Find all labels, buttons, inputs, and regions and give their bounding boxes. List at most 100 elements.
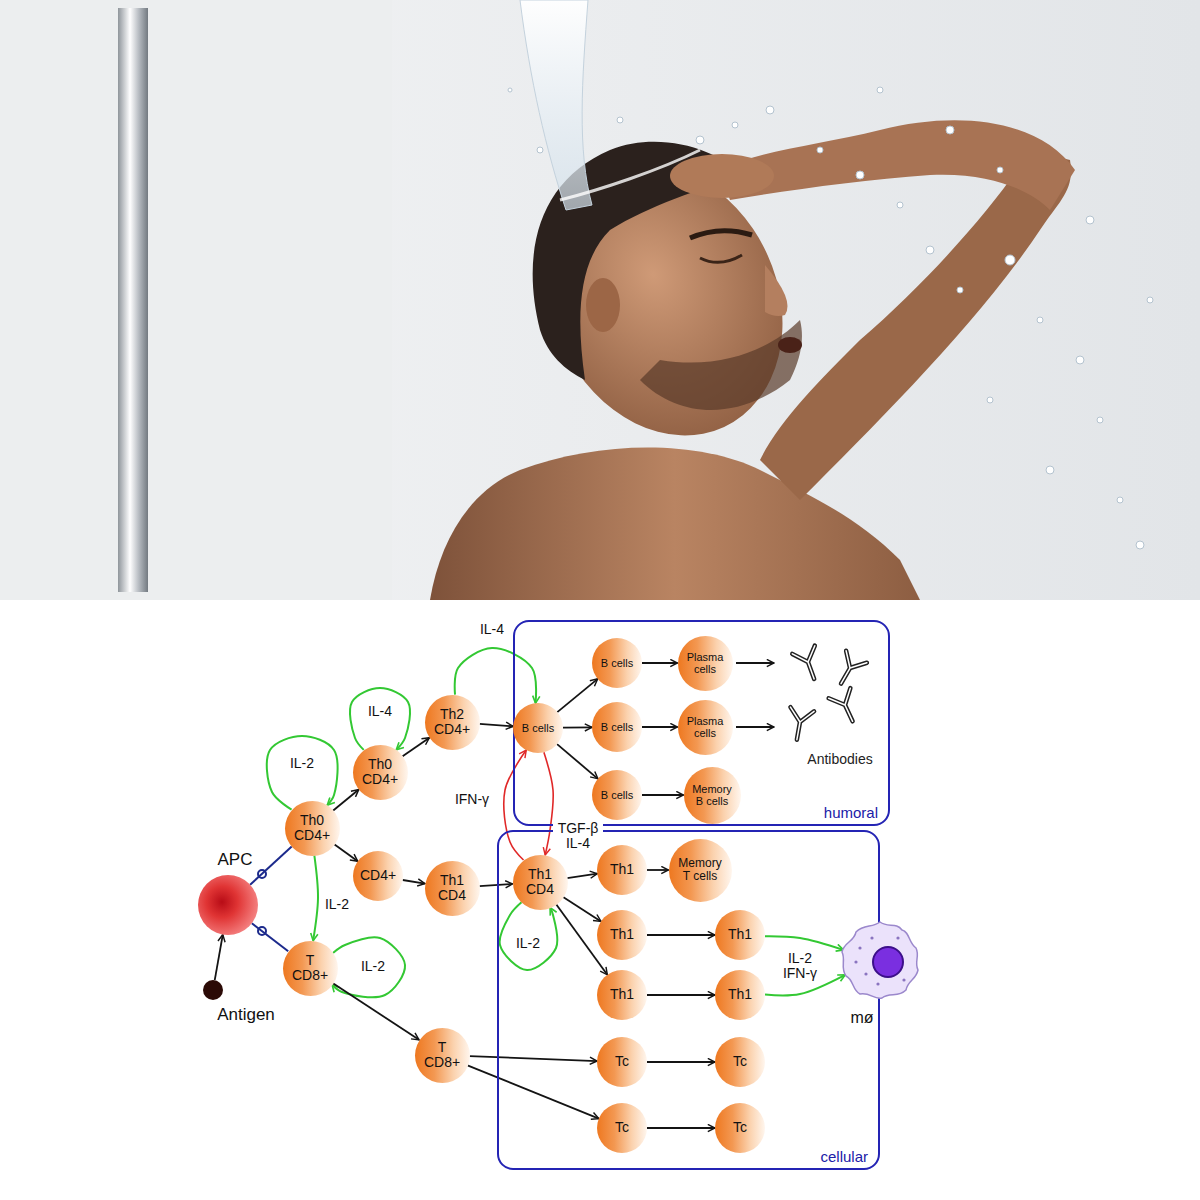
drawing-path	[785, 707, 814, 742]
drawing-path	[640, 320, 802, 410]
cytokine-label: IL-2 IFN-γ	[775, 951, 825, 982]
cell-circle: CD4+	[353, 851, 403, 901]
granule-dot	[854, 960, 857, 963]
drawing-circle	[1086, 216, 1094, 224]
cell-label: APC	[218, 851, 253, 870]
cell-label: Th1	[728, 987, 752, 1002]
arrow-connector	[333, 983, 419, 1040]
macrophage-nucleus	[873, 947, 903, 977]
receptor-symbols	[258, 870, 266, 935]
cell-circle: Th1	[715, 910, 765, 960]
arrow-connector	[642, 794, 684, 796]
drawing-g	[831, 651, 867, 690]
drawing-path	[760, 150, 1071, 500]
wall-ground	[0, 0, 1200, 600]
cell-label: Th1	[728, 927, 752, 942]
arrow-connector	[215, 935, 223, 981]
cell-circle: Th1	[597, 970, 647, 1020]
drawing-circle	[1046, 466, 1054, 474]
cell-label: Th1	[610, 927, 634, 942]
arrow-connector	[267, 736, 338, 810]
cell-circle: Tc	[715, 1103, 765, 1153]
cell-label: Th1 CD4	[521, 867, 559, 898]
drawing-path	[829, 688, 864, 726]
cell-circle: Th1	[597, 845, 647, 895]
drawing-path	[690, 231, 752, 238]
drawing-path	[765, 265, 788, 316]
cell-label: Th0 CD4+	[361, 757, 399, 788]
arrow-connector	[455, 648, 536, 703]
cell-circle: B cells	[592, 770, 642, 820]
arrow-connector	[557, 679, 597, 712]
cell-circle: Th1	[715, 970, 765, 1020]
arrow-connector	[765, 936, 844, 950]
shower-photo	[0, 0, 1200, 600]
plasma-arrow	[736, 726, 774, 728]
cell-circle: B cells	[592, 638, 642, 688]
cell-label: T CD8+	[423, 1040, 461, 1071]
arrow-connector	[403, 738, 430, 757]
arrow-connector	[642, 662, 678, 664]
drawing-circle	[617, 117, 623, 123]
cell-circle: B cells	[592, 702, 642, 752]
drawing-circle	[1005, 255, 1015, 265]
macrophage-shape	[838, 918, 922, 1002]
arrow-connector	[350, 688, 410, 750]
apc-cell: APC	[198, 875, 258, 935]
drawing-circle	[817, 147, 823, 153]
region-box: B cellsB cellsPlasma cellsB cellsPlasma …	[513, 620, 890, 826]
man-figure	[430, 120, 1075, 600]
cell-label: Memory B cells	[690, 783, 734, 807]
arrow-connector	[252, 923, 288, 951]
cell-circle: Tc	[597, 1037, 647, 1087]
region-box: Th1 CD4Th1Memory T cellsTh1Th1Th1Th1TcTc…	[497, 830, 880, 1170]
drawing-circle	[987, 397, 993, 403]
arrow-connector	[403, 880, 425, 884]
cell-label: B cells	[601, 789, 633, 801]
drawing-g	[508, 87, 1153, 549]
drawing-ellipse	[778, 337, 802, 353]
cell-label: Plasma cells	[684, 715, 726, 739]
cell-circle: Tc	[715, 1037, 765, 1087]
arrow-connector	[333, 789, 359, 810]
drawing-circle	[1076, 356, 1084, 364]
drawing-g	[785, 707, 814, 742]
region-label: cellular	[820, 1149, 868, 1166]
plasma-arrow	[736, 662, 774, 664]
granule-dot	[864, 972, 867, 975]
drawing-path	[520, 0, 592, 210]
glass-panel	[0, 0, 392, 600]
macrophage-cell: mø	[838, 918, 922, 1002]
drawing-ellipse	[670, 154, 774, 198]
cell-circle: Memory B cells	[684, 767, 741, 824]
region-label: humoral	[824, 805, 878, 822]
granule-dot	[858, 946, 861, 949]
cell-circle: T CD8+	[283, 941, 338, 996]
cytokine-label: IFN-γ	[453, 792, 491, 807]
arrow-connector	[479, 724, 513, 726]
arrow-connector	[250, 847, 292, 885]
cytokine-label: IL-2	[514, 936, 542, 951]
cell-circle: Plasma cells	[678, 636, 733, 691]
antigen-dot: Antigen	[203, 980, 223, 1000]
cytokine-label: IL-4	[366, 704, 394, 719]
cell-circle: Th1 CD4	[425, 861, 480, 916]
arrow-connector	[563, 726, 592, 728]
drawing-path	[831, 651, 867, 690]
water-stream	[508, 0, 1153, 549]
drawing-path	[792, 646, 825, 683]
cell-circle: Plasma cells	[678, 700, 733, 755]
arrow-connector	[647, 1061, 715, 1063]
chrome-bar	[118, 8, 148, 592]
cell-circle: T CD8+	[415, 1028, 470, 1083]
drawing-circle	[696, 136, 704, 144]
cytokine-label: IL-4	[478, 622, 506, 637]
cell-label: B cells	[601, 657, 633, 669]
cell-label: Plasma cells	[684, 651, 726, 675]
arrow-connector	[647, 1127, 715, 1129]
drawing-circle	[1136, 541, 1144, 549]
arrow-connector	[563, 897, 601, 922]
arrow-connector	[647, 869, 669, 871]
cell-label: Tc	[733, 1054, 747, 1069]
